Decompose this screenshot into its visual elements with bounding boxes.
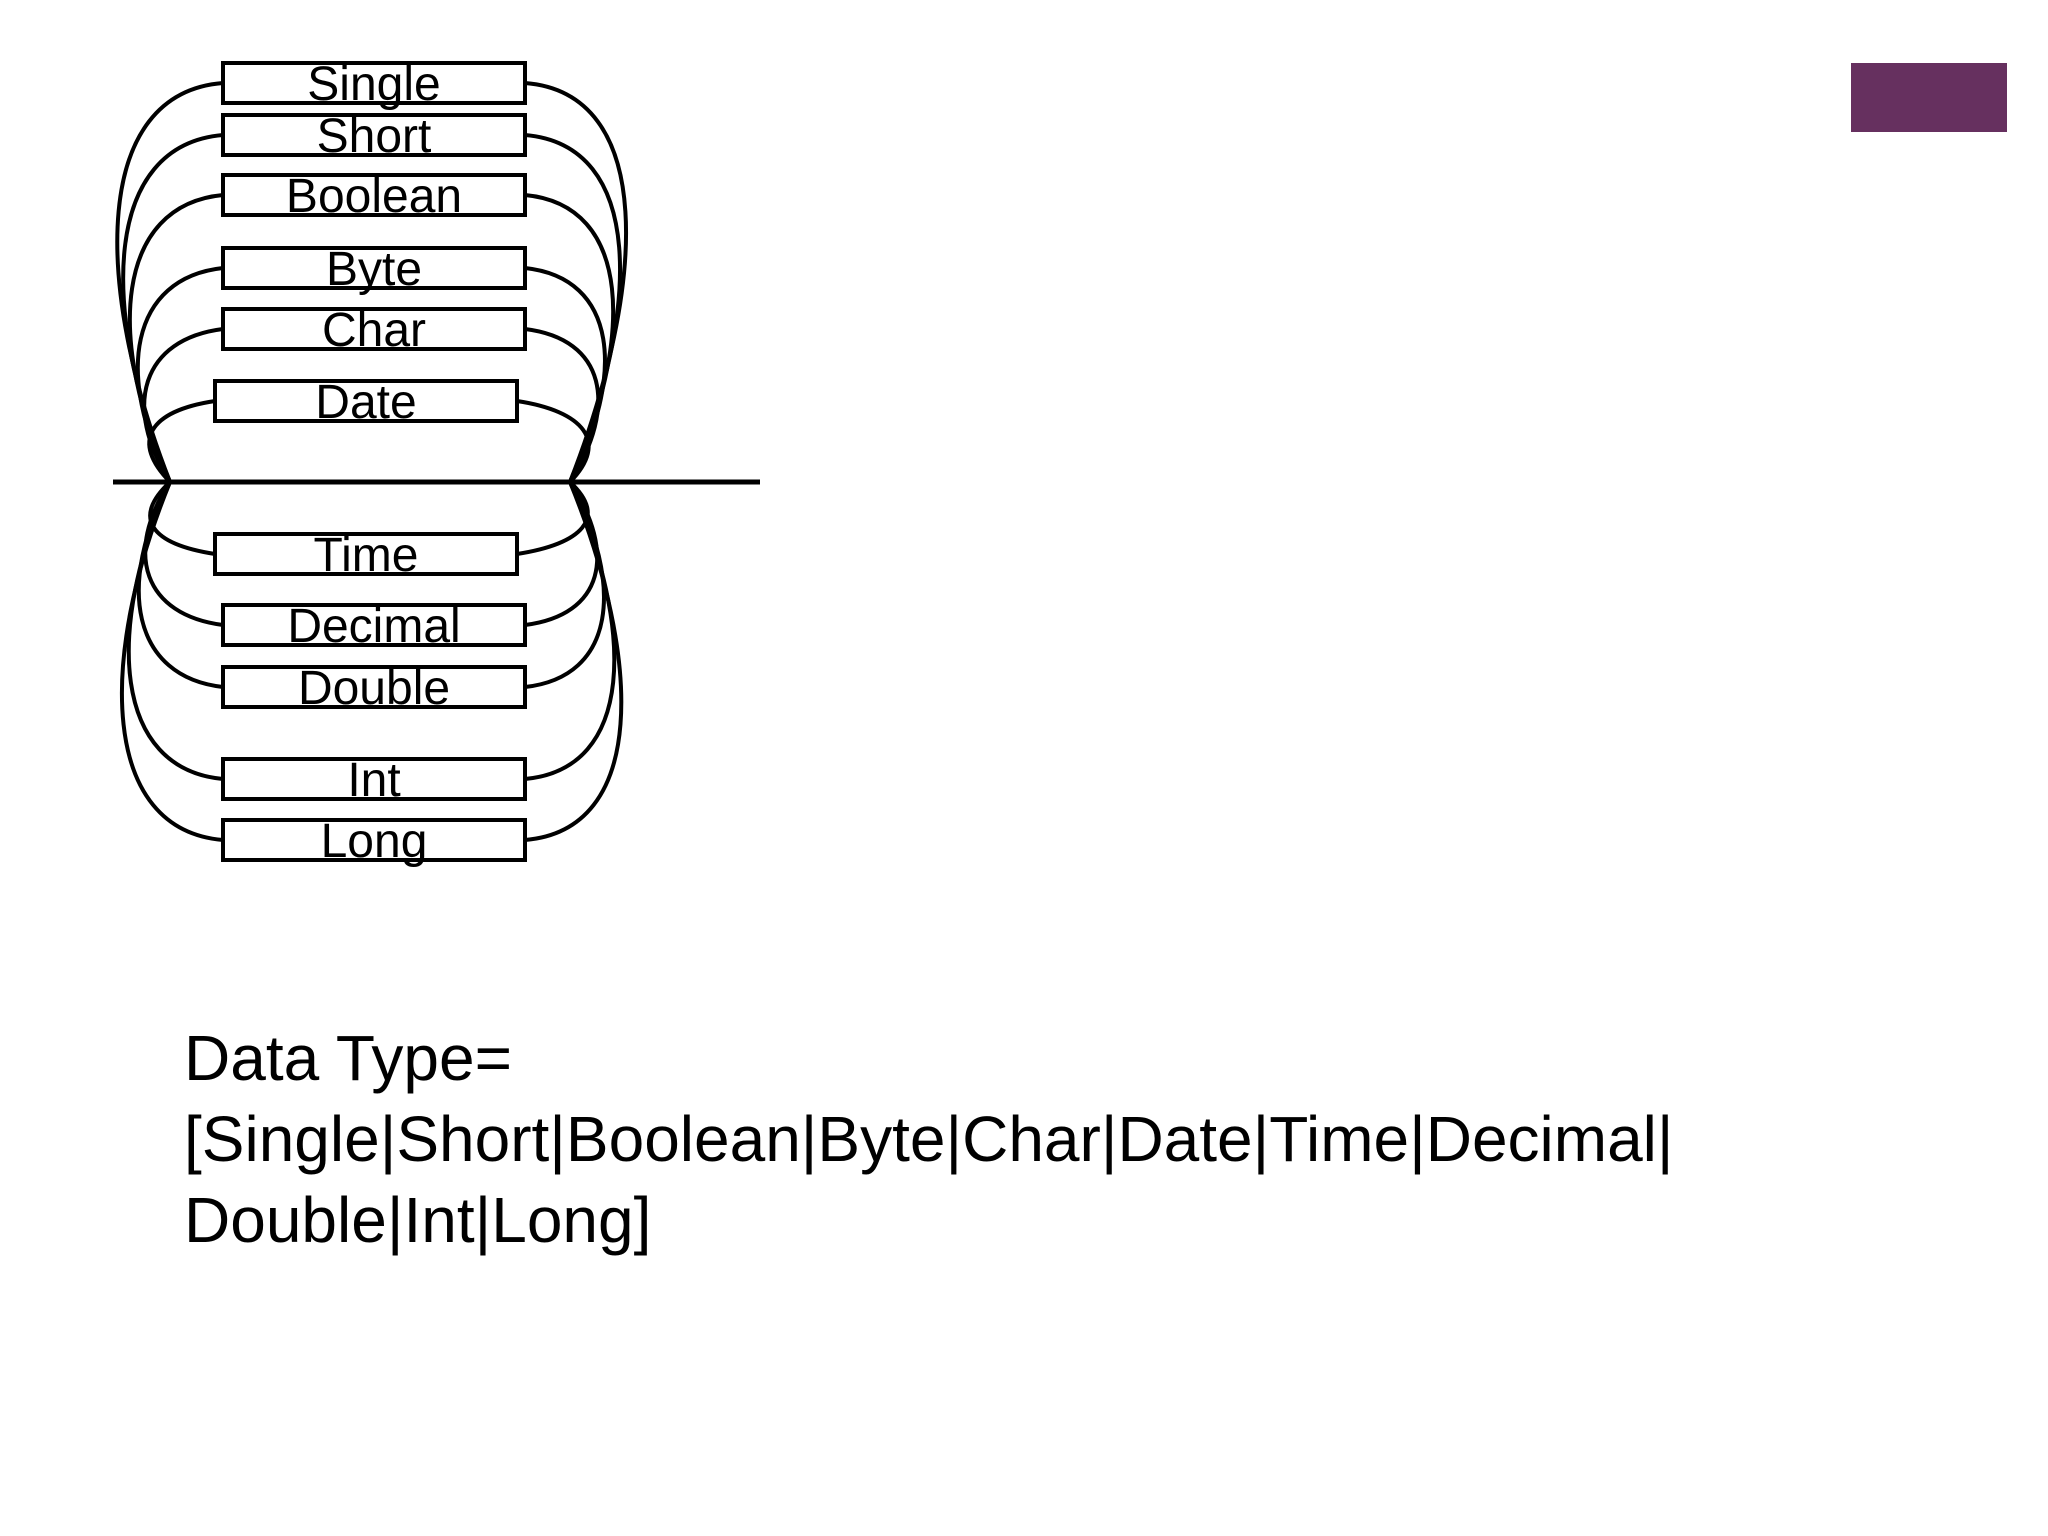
- bypass-path-short-out: [524, 133, 622, 483]
- type-box-time-frame: [213, 532, 519, 576]
- type-box-short-label: Short: [317, 110, 432, 163]
- type-box-date-label: Date: [315, 376, 416, 429]
- type-box-long-frame: [221, 818, 527, 862]
- type-boxes: SingleShortBooleanByteCharDateTimeDecima…: [213, 58, 527, 868]
- type-box-single-label: Single: [307, 58, 440, 111]
- bypass-path-time-in: [148, 480, 216, 556]
- type-box-boolean-frame: [221, 173, 527, 217]
- bypass-path-int-in: [126, 481, 224, 781]
- accent-block: [1851, 63, 2007, 132]
- type-box-byte-frame: [221, 246, 527, 290]
- type-box-single: Single: [221, 58, 527, 111]
- type-box-int: Int: [221, 754, 527, 807]
- type-box-decimal-frame: [221, 603, 527, 647]
- bypass-path-date-in: [147, 399, 216, 484]
- type-box-date-frame: [213, 379, 519, 423]
- bypass-path-char-out: [524, 327, 601, 484]
- caption-line-2: [Single|Short|Boolean|Byte|Char|Date|Tim…: [184, 1103, 1674, 1175]
- type-box-double-label: Double: [298, 662, 450, 715]
- type-box-decimal-label: Decimal: [287, 600, 460, 653]
- type-box-char-frame: [221, 307, 527, 351]
- type-box-char-label: Char: [322, 304, 426, 357]
- type-box-boolean: Boolean: [221, 170, 527, 223]
- bypass-path-boolean-out: [524, 193, 616, 483]
- type-box-int-label: Int: [347, 754, 400, 807]
- type-box-decimal: Decimal: [221, 600, 527, 653]
- caption-line-1: Data Type=: [184, 1022, 512, 1094]
- bypass-path-long-out: [524, 481, 624, 842]
- bypass-paths: [115, 81, 629, 842]
- bypass-path-boolean-in: [127, 193, 224, 483]
- bypass-path-short-in: [121, 133, 224, 483]
- bypass-path-long-in: [119, 481, 224, 842]
- type-box-byte: Byte: [221, 243, 527, 296]
- bypass-path-date-out: [516, 399, 591, 484]
- type-box-double-frame: [221, 665, 527, 709]
- type-box-int-frame: [221, 757, 527, 801]
- type-box-time-label: Time: [314, 529, 419, 582]
- type-box-single-frame: [221, 61, 527, 105]
- bypass-path-time-out: [516, 480, 590, 556]
- type-box-short-frame: [221, 113, 527, 157]
- data-type-definition: Data Type= [Single|Short|Boolean|Byte|Ch…: [184, 1018, 1884, 1261]
- caption-line-3: Double|Int|Long]: [184, 1184, 652, 1256]
- syntax-diagram: SingleShortBooleanByteCharDateTimeDecima…: [113, 58, 760, 868]
- type-box-char: Char: [221, 304, 527, 357]
- type-box-byte-label: Byte: [326, 243, 422, 296]
- type-box-short: Short: [221, 110, 527, 163]
- type-box-long: Long: [221, 815, 527, 868]
- type-box-double: Double: [221, 662, 527, 715]
- type-box-boolean-label: Boolean: [286, 170, 462, 223]
- bypass-path-char-in: [142, 327, 224, 484]
- type-box-date: Date: [213, 376, 519, 429]
- type-box-long-label: Long: [321, 815, 428, 868]
- type-box-time: Time: [213, 529, 519, 582]
